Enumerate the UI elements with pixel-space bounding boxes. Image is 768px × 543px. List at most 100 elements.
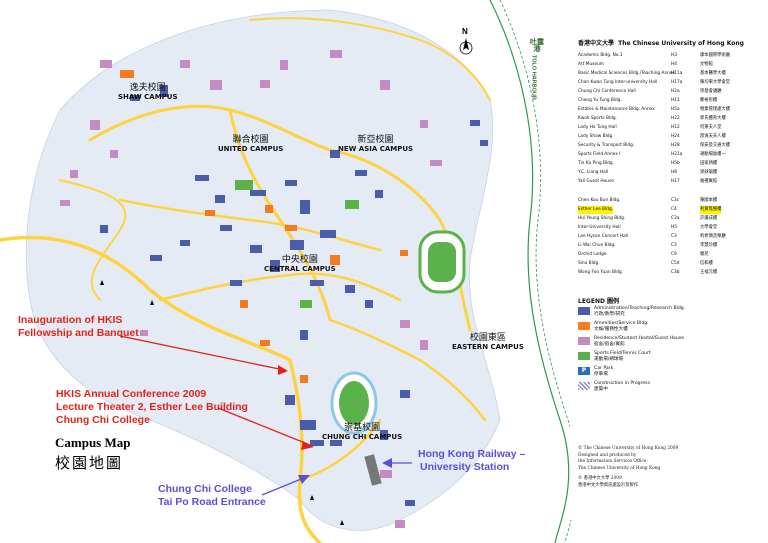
building-name: Sino Bldg. — [578, 261, 600, 266]
copyright-line-4: The Chinese University of Hong Kong — [578, 465, 661, 471]
legend-item-label-zh: 行政/教學/研究 — [594, 312, 625, 317]
campus-label-eastern: 校園東區 EASTERN CAMPUS — [452, 334, 524, 352]
harbour-label-en: TOLO HARBOUR — [530, 55, 537, 100]
building-name-zh: 信和樓 — [700, 261, 713, 266]
building-code: H8 — [671, 170, 677, 175]
legend-header-zh: 香港中文大學 — [578, 40, 615, 47]
building-name: Inter-University Hall — [578, 225, 621, 230]
legend-swatch — [578, 352, 590, 360]
road-arrows — [100, 280, 344, 525]
building-name-zh: 基本醫學大樓 — [700, 71, 726, 76]
amenity-buildings — [120, 70, 408, 383]
building-name: Kwok Sports Bldg. — [578, 116, 617, 121]
building-name: Cheng Yu Tung Bldg. — [578, 98, 622, 103]
building-name: Estates & Maintenance Bldg. Annex — [578, 107, 655, 112]
university-station — [364, 454, 382, 486]
legend-header-en: The Chinese University of Hong Kong — [618, 40, 744, 47]
annotation-conference: HKIS Annual Conference 2009 Lecture Thea… — [56, 388, 248, 427]
annotation-inauguration-line-1: Inauguration of HKIS — [18, 314, 123, 326]
building-code: H21a — [671, 152, 683, 157]
building-name-zh: 許讓成樓 — [700, 216, 718, 221]
copyright-block: © The Chinese University of Hong Kong 20… — [578, 446, 678, 489]
building-list-row: Sino Bldg. C5d 信和樓 — [578, 260, 738, 268]
legend-swatch — [578, 322, 590, 330]
chung-chi-campus-zh: 崇基校園 — [344, 423, 381, 433]
building-code: H11 — [671, 98, 680, 103]
red-arrow-conference — [217, 407, 311, 446]
building-name: Chen Kou Bun Bldg. — [578, 198, 621, 203]
annotation-conference-line-3: Chung Chi College — [56, 414, 150, 426]
car-park-icon: P — [578, 367, 590, 375]
building-code: C5d — [671, 261, 680, 266]
building-name-zh: 大學會堂 — [700, 225, 718, 230]
building-code: H5 — [671, 225, 677, 230]
building-name: Art Museum — [578, 62, 604, 67]
legend-panel: 香港中文大學 The Chinese University of Hong Ko… — [578, 38, 766, 518]
building-name: Tin Ka Ping Bldg. — [578, 161, 614, 166]
building-code: H28 — [671, 143, 680, 148]
building-code: H22 — [671, 116, 680, 121]
railway-line — [499, 0, 578, 543]
campus-label-chung-chi: 崇基校園 CHUNG CHI CAMPUS — [322, 424, 402, 442]
harbour-label-zh: 吐露港 — [530, 39, 544, 53]
campus-label-new-asia: 新亞校園 NEW ASIA CAMPUS — [338, 136, 413, 154]
legend-swatch — [578, 337, 590, 345]
legend-swatch — [578, 307, 590, 315]
sports-court-central — [300, 300, 312, 308]
annotation-railway-line-1: Hong Kong Railway – — [418, 448, 526, 460]
annotation-inauguration-line-2: Fellowship and Banquet — [18, 327, 139, 339]
building-name: Esther Lee Bldg. — [578, 206, 614, 214]
building-list-row: Inter-University Hall H5 大學會堂 — [578, 224, 738, 232]
legend-swatch — [578, 382, 590, 390]
annotation-taipo-line-1: Chung Chi College — [158, 483, 252, 495]
legend-items: Administration/Teaching/Research Bldg.行政… — [578, 306, 766, 406]
copyright-line-2: Designed and produced by — [578, 452, 637, 458]
sports-field-university — [418, 230, 466, 294]
building-name-zh: 郭氏體育大樓 — [700, 116, 726, 121]
building-list-row: Art Museum H4 文物館 — [578, 61, 738, 69]
building-name: Sports Field Annex I — [578, 152, 621, 157]
shaw-campus-zh: 逸夫校園 — [129, 83, 166, 93]
eastern-campus-zh: 校園東區 — [469, 333, 506, 343]
building-code: H4 — [671, 62, 677, 67]
building-name: Yali Guest House — [578, 179, 614, 184]
legend-item-label: Construction in Progress — [594, 381, 650, 386]
building-name-zh: 王福元樓 — [700, 270, 718, 275]
annotation-conference-line-1: HKIS Annual Conference 2009 — [56, 388, 207, 400]
building-name: Security & Transport Bldg. — [578, 143, 635, 148]
building-name: Hui Yeung Shing Bldg. — [578, 216, 626, 221]
red-arrow-inauguration — [119, 335, 285, 371]
building-name: Chan Kwan Tung Inter-university Hall — [578, 80, 658, 85]
building-name: Y.C. Liang Hall — [578, 170, 609, 175]
map-title-zh: 校園地圖 — [55, 454, 124, 472]
building-name-zh: 何東夫人堂 — [700, 125, 722, 130]
building-name: Orchid Lodge — [578, 252, 607, 257]
building-name: Wong Foo Yuan Bldg. — [578, 270, 623, 275]
sports-court-new-asia — [345, 200, 359, 209]
legend-item-label: Residence/Student Hostel/Guest House — [594, 336, 685, 341]
legend-item-label: Administration/Teaching/Research Bldg. — [594, 306, 686, 311]
admin-buildings — [100, 85, 488, 506]
central-campus-en: CENTRAL CAMPUS — [264, 265, 336, 273]
legend-item-label-zh: 宿舍/宿舍/賓館 — [594, 342, 625, 347]
tolo-harbour-coastline — [489, 0, 570, 543]
building-name-zh: 鄭裕彤樓 — [700, 98, 718, 103]
legend-item-text: Amenities/Service Bldg.文娛/服務性大樓 — [594, 321, 649, 333]
building-code: H24 — [671, 134, 680, 139]
building-name-zh: 文物館 — [700, 62, 713, 67]
eastern-campus-en: EASTERN CAMPUS — [452, 343, 524, 351]
residence-buildings — [60, 50, 442, 528]
campus-label-shaw: 逸夫校園 SHAW CAMPUS — [118, 84, 178, 102]
united-campus-en: UNITED CAMPUS — [218, 145, 284, 153]
building-code: C4 — [671, 207, 677, 212]
